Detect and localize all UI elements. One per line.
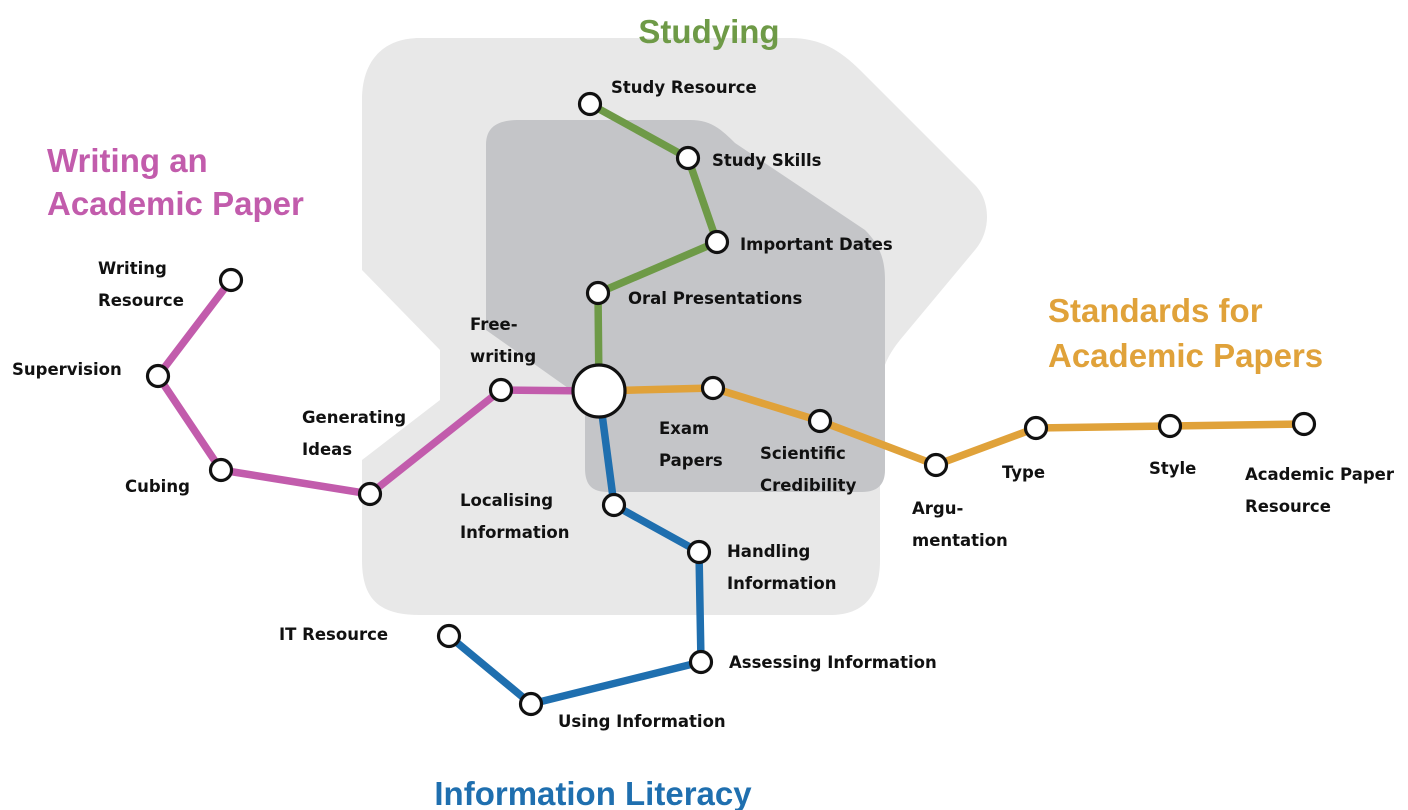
station-using-information[interactable] (518, 691, 544, 717)
titles-layer: Writing an Academic Paper StudyingStandard… (47, 13, 1323, 810)
station-label-line: Generating (302, 408, 406, 427)
station-label-study-skills: Study Skills (712, 151, 822, 170)
station-cubing[interactable] (208, 457, 234, 483)
station-oral-presentations[interactable] (585, 280, 611, 306)
station-it-resource[interactable] (436, 623, 462, 649)
line-title-line: Academic Papers (1048, 337, 1323, 374)
station-label-line: Information (727, 574, 837, 593)
zones-layer (362, 38, 988, 615)
line-title-line: Studying (638, 13, 779, 50)
station-label-line: Ideas (302, 440, 352, 459)
station-label-line: Supervision (12, 360, 122, 379)
station-label-line: Style (1149, 459, 1196, 478)
station-label-line: Exam (659, 419, 709, 438)
station-label-cubing: Cubing (125, 477, 190, 496)
station-label-line: Using Information (558, 712, 726, 731)
route-writing (154, 276, 603, 498)
line-title-line: Standards for (1048, 292, 1263, 329)
station-writing-resource[interactable] (218, 267, 244, 293)
station-label-line: Oral Presentations (628, 289, 803, 308)
station-label-line: Cubing (125, 477, 190, 496)
station-label-line: Free- (470, 315, 518, 334)
station-style[interactable] (1157, 413, 1183, 439)
station-localising-information[interactable] (601, 492, 627, 518)
station-label-line: Credibility (760, 476, 857, 495)
station-label-line: IT Resource (279, 625, 388, 644)
station-label-line: writing (470, 347, 536, 366)
stations-layer (145, 91, 1317, 717)
station-argumentation[interactable] (923, 452, 949, 478)
station-label-argumentation: Argu-mentation (912, 499, 1008, 550)
station-label-type: Type (1002, 463, 1045, 482)
line-title-line: Information Literacy (434, 775, 752, 810)
station-label-line: Papers (659, 451, 723, 470)
station-label-oral-presentations: Oral Presentations (628, 289, 803, 308)
station-important-dates[interactable] (704, 229, 730, 255)
line-title-line: Academic Paper (47, 185, 304, 222)
station-supervision[interactable] (145, 363, 171, 389)
station-label-supervision: Supervision (12, 360, 122, 379)
line-title-information: Information Literacy (434, 775, 752, 810)
station-label-line: Localising (460, 491, 553, 510)
route-information (445, 387, 705, 708)
station-academic-paper-resource[interactable] (1291, 411, 1317, 437)
station-label-line: Resource (98, 291, 184, 310)
station-label-line: Assessing Information (729, 653, 937, 672)
station-label-line: Handling (727, 542, 810, 561)
station-label-line: mentation (912, 531, 1008, 550)
station-label-important-dates: Important Dates (740, 235, 893, 254)
station-assessing-information[interactable] (688, 649, 714, 675)
line-title-writing: Writing an Academic Paper (47, 142, 304, 222)
station-label-line: Scientific (760, 444, 846, 463)
station-label-line: Resource (1245, 497, 1331, 516)
station-scientific-credibility[interactable] (807, 408, 833, 434)
line-title-line: Writing an (47, 142, 208, 179)
station-type[interactable] (1023, 415, 1049, 441)
station-study-skills[interactable] (675, 145, 701, 171)
station-label-it-resource: IT Resource (279, 625, 388, 644)
station-free-writing[interactable] (488, 377, 514, 403)
station-label-line: Information (460, 523, 570, 542)
station-label-style: Style (1149, 459, 1196, 478)
station-label-line: Study Skills (712, 151, 822, 170)
station-study-resource[interactable] (577, 91, 603, 117)
station-label-assessing-information: Assessing Information (729, 653, 937, 672)
station-generating-ideas[interactable] (357, 481, 383, 507)
station-label-line: Writing (98, 259, 167, 278)
station-label-free-writing: Free-writing (470, 315, 536, 366)
station-label-line: Type (1002, 463, 1045, 482)
station-label-line: Study Resource (611, 78, 757, 97)
station-label-study-resource: Study Resource (611, 78, 757, 97)
station-exam-papers[interactable] (700, 375, 726, 401)
line-title-studying: Studying (638, 13, 779, 50)
station-label-line: Argu- (912, 499, 963, 518)
station-label-line: Academic Paper (1245, 465, 1395, 484)
station-label-using-information: Using Information (558, 712, 726, 731)
station-label-line: Important Dates (740, 235, 893, 254)
station-handling-information[interactable] (686, 539, 712, 565)
interchange-hub[interactable] (571, 363, 627, 419)
